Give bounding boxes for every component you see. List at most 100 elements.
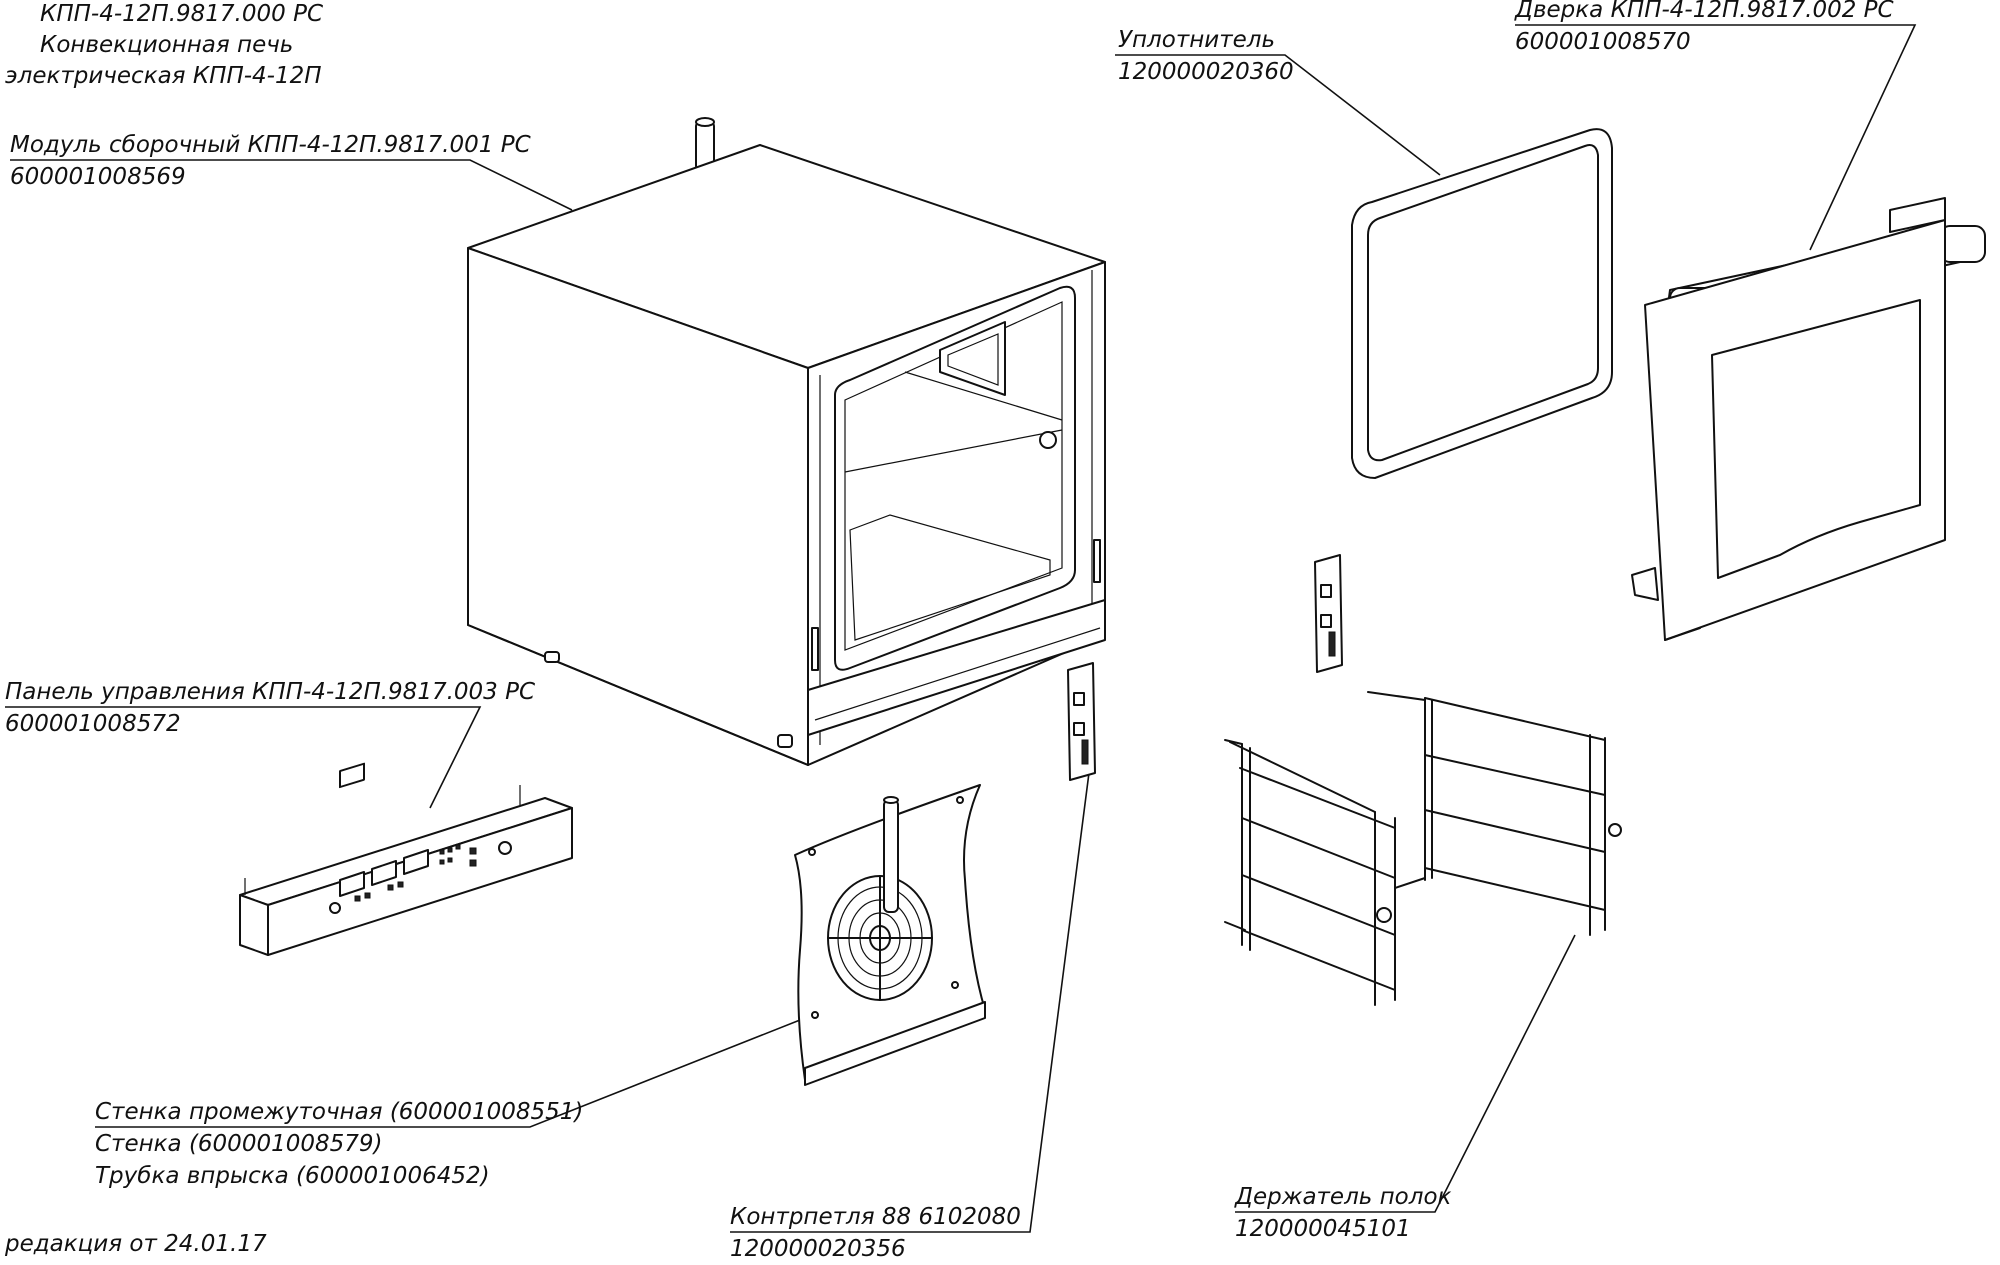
- door-bottom-edge: [1664, 627, 1701, 641]
- module-code: 600001008569: [10, 164, 186, 190]
- leader-strike: [730, 764, 1091, 1233]
- panel-end: [239, 894, 269, 956]
- right-rack-bolt: [1608, 823, 1622, 837]
- panel-display-2: [371, 860, 397, 886]
- leader-module: [10, 159, 573, 211]
- panel-knob-right: [498, 841, 512, 855]
- panel-display-1-face: [339, 871, 365, 897]
- chamber-floor: [849, 514, 1051, 641]
- intermediate-wall: [794, 784, 986, 1086]
- door: [1631, 197, 1986, 641]
- panel-code: 600001008572: [5, 711, 181, 737]
- wall-hole-4: [951, 981, 959, 989]
- left-rack-rod-4: [1241, 874, 1396, 936]
- hinge-slot-left: [811, 627, 819, 671]
- right-rack-rod-3: [1424, 809, 1606, 853]
- panel-button-3: [387, 884, 394, 891]
- door-top-cap: [1889, 197, 1946, 233]
- leader-wall: [95, 1019, 801, 1128]
- panel-display-3: [403, 849, 429, 875]
- hinge-slot-right: [1093, 539, 1101, 583]
- oven-opening: [834, 285, 1076, 671]
- panel-button-10: [469, 847, 477, 855]
- steam-pipe-top: [695, 117, 715, 127]
- fan-window: [939, 321, 1006, 396]
- strike-plate-upper-hole-2: [1320, 614, 1332, 628]
- shelf-holder-code: 120000045101: [1235, 1216, 1411, 1242]
- control-panel: [239, 762, 573, 956]
- door-seal: [1351, 128, 1613, 479]
- wall-label-2: Стенка (600001008579): [95, 1131, 383, 1157]
- strike-plate-upper-latch: [1328, 631, 1336, 657]
- strike-plate-upper: [1314, 554, 1343, 673]
- wall-hole-3: [811, 1011, 819, 1019]
- title-line-2: Конвекционная печь: [40, 32, 294, 58]
- panel-button-1: [354, 895, 361, 902]
- panel-knob-left: [329, 902, 341, 914]
- chamber-bolt: [1039, 431, 1057, 449]
- left-rack-rod-3: [1241, 817, 1396, 879]
- leader-seal: [1115, 54, 1441, 176]
- wall-hole-1: [808, 848, 816, 856]
- left-rack-rod-1: [1229, 741, 1376, 813]
- door-handle-end-right: [1939, 225, 1986, 263]
- wall-label-3: Трубка впрыска (600001006452): [95, 1163, 490, 1189]
- panel-display-1: [339, 762, 365, 789]
- panel-button-11: [469, 859, 477, 867]
- door-glass: [1711, 299, 1921, 579]
- door-code: 600001008570: [1515, 29, 1691, 55]
- injection-tube-top: [883, 796, 899, 804]
- oven-bottom-rail: [807, 599, 1106, 736]
- door-latch: [1631, 567, 1659, 601]
- panel-label: Панель управления КПП-4-12П.9817.003 РС: [5, 679, 536, 705]
- title-line-3: электрическая КПП-4-12П: [5, 63, 322, 89]
- left-rack-connector: [1394, 877, 1426, 889]
- leader-door: [1515, 24, 1917, 251]
- strike-plate-lower-latch: [1081, 739, 1089, 765]
- oven-foot-2: [777, 734, 793, 748]
- right-rack-rod-1: [1424, 697, 1606, 741]
- shelf-holder-label: Держатель полок: [1235, 1184, 1452, 1210]
- fan-window-inner: [947, 333, 999, 386]
- strike-plate-lower-hole-2: [1073, 722, 1085, 736]
- strike-label: Контрпетля 88 6102080: [730, 1204, 1021, 1230]
- revision-note: редакция от 24.01.17: [5, 1231, 267, 1257]
- shelf-holder-right: [1367, 691, 1622, 936]
- strike-plate-lower-hole-1: [1073, 692, 1085, 706]
- oven-foot-1: [544, 651, 560, 663]
- seal-inner: [1367, 144, 1599, 462]
- leader-panel: [5, 706, 482, 809]
- oven-bottom-edge: [467, 624, 809, 766]
- right-rack-rod-2: [1424, 754, 1606, 796]
- panel-button-4: [397, 881, 404, 888]
- panel-button-8: [439, 859, 445, 865]
- wall-bottom-flange: [804, 1001, 986, 1086]
- left-rack-rod-5: [1241, 929, 1396, 991]
- title-line-1: КПП-4-12П.9817.000 РС: [40, 1, 324, 27]
- shelf-holder-left: [1224, 739, 1426, 1006]
- leader-shelf-holder: [1235, 934, 1576, 1213]
- strike-plate-lower: [1067, 662, 1096, 781]
- injection-tube: [883, 799, 899, 913]
- panel-button-5: [439, 849, 445, 855]
- panel-button-9: [447, 857, 453, 863]
- left-rack-stub-top: [1224, 739, 1243, 745]
- left-rack-bolt: [1376, 907, 1392, 923]
- panel-button-2: [364, 892, 371, 899]
- panel-button-6: [447, 847, 453, 853]
- chamber-ceiling-line: [904, 371, 1063, 421]
- left-rack-rod-2: [1239, 767, 1396, 829]
- leader-lines: [5, 24, 1917, 1233]
- strike-code: 120000020356: [730, 1236, 906, 1262]
- panel-button-7: [455, 844, 461, 850]
- wall-hole-2: [956, 796, 964, 804]
- oven-module: [467, 117, 1106, 766]
- seal-label: Уплотнитель: [1118, 27, 1276, 53]
- right-rack-stub-top: [1367, 691, 1426, 701]
- door-label: Дверка КПП-4-12П.9817.002 РС: [1515, 0, 1894, 23]
- oven-bottom-rail-line: [814, 627, 1101, 721]
- chamber-back-line: [844, 429, 1063, 473]
- module-label: Модуль сборочный КПП-4-12П.9817.001 РС: [10, 132, 531, 158]
